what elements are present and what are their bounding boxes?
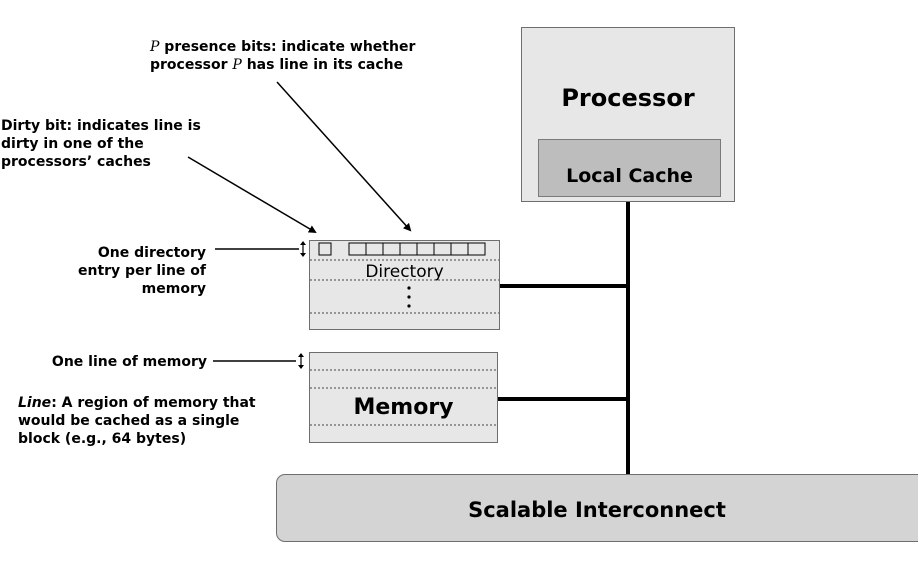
entry-line3: memory [141, 281, 206, 297]
definition-line2: would be cached as a single [18, 413, 240, 429]
memline-text: One line of memory [51, 354, 207, 370]
memory-line-note: One line of memory [20, 353, 207, 371]
memory-label: Memory [353, 395, 454, 420]
interconnect-box [276, 474, 918, 542]
dirty-arrow [187, 156, 317, 234]
presence-bit [365, 242, 384, 256]
presence-bit [467, 242, 486, 256]
dirty-bit [318, 242, 332, 256]
presence-line2-var: P [232, 57, 242, 73]
interconnect-label: Scalable Interconnect [468, 498, 726, 522]
processor-label: Processor [561, 84, 695, 112]
presence-bits [348, 242, 486, 256]
presence-bit [450, 242, 469, 256]
presence-bits-note: P presence bits: indicate whether proces… [150, 38, 450, 74]
directory-label: Directory [365, 262, 444, 282]
entry-bracket-icon [300, 241, 306, 257]
definition-line3: block (e.g., 64 bytes) [18, 431, 187, 447]
presence-line2-pre: processor [150, 57, 233, 73]
bus-lines [498, 202, 630, 474]
memline-bracket-icon [298, 353, 304, 369]
presence-bit [416, 242, 435, 256]
dirty-line1: Dirty bit: indicates line is [1, 118, 201, 134]
directory-entry-note: One directory entry per line of memory [40, 244, 206, 298]
presence-bit [348, 242, 367, 256]
presence-var: P [150, 39, 160, 55]
presence-arrow [276, 81, 412, 232]
directory-ellipsis [407, 286, 411, 308]
presence-bit [399, 242, 418, 256]
definition-rest: : A region of memory that [51, 395, 256, 411]
entry-line2: entry per line of [78, 263, 206, 279]
memory-line-dividers [310, 369, 497, 426]
dirty-line3: processors’ caches [1, 154, 151, 170]
memory-box [309, 352, 498, 443]
local-cache-box [538, 139, 721, 197]
dirty-bit-note: Dirty bit: indicates line is dirty in on… [1, 117, 221, 171]
definition-term: Line [18, 395, 52, 411]
local-cache-label: Local Cache [566, 165, 693, 187]
entry-line1: One directory [97, 245, 206, 261]
presence-bit [433, 242, 452, 256]
line-definition-note: Line: A region of memory that would be c… [18, 394, 278, 448]
presence-line1: presence bits: indicate whether [159, 39, 416, 55]
dirty-line2: dirty in one of the [1, 136, 144, 152]
presence-bit [382, 242, 401, 256]
directory-entry-lines [310, 259, 499, 314]
presence-line2-post: has line in its cache [241, 57, 404, 73]
